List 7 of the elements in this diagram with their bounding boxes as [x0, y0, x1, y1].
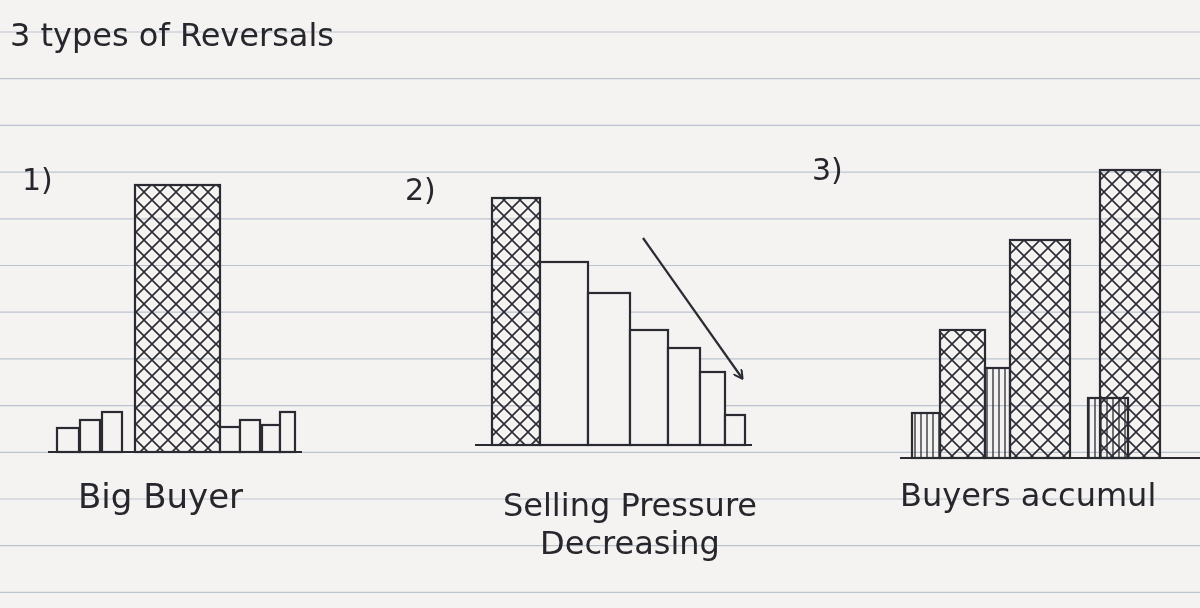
caption-text: Selling Pressure Decreasing: [501, 486, 759, 563]
caption-text: Buyers accumul: [900, 476, 1157, 515]
step-number: 3): [812, 152, 843, 188]
step-number: 2): [405, 172, 436, 208]
page-title: 3 types of Reversals: [10, 16, 334, 55]
caption-text: Big Buyer: [78, 476, 244, 517]
step-number: 1): [22, 162, 53, 198]
